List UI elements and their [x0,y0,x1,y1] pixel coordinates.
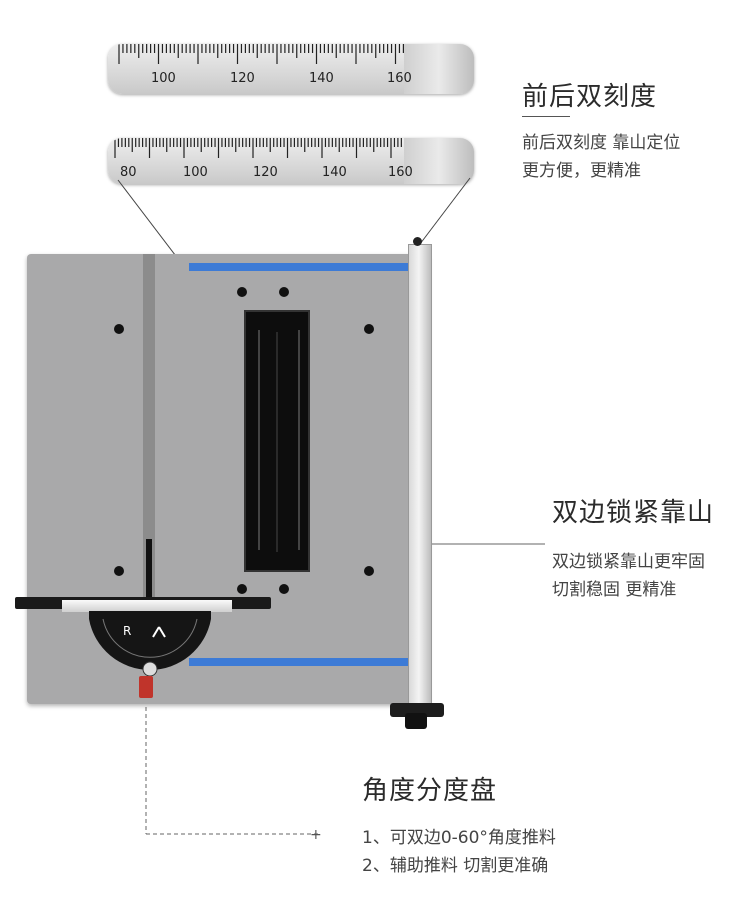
blade-insert [244,310,310,572]
screw [114,324,124,334]
ruler-label: 160 [388,165,413,180]
title-underline [522,116,570,117]
fence-top-screw [413,237,422,246]
ruler-magnified-bottom: 80 100 120 140 160 [108,138,474,184]
svg-text:+: + [310,827,322,843]
svg-text:R: R [123,624,131,638]
feature-desc-line: 双边锁紧靠山更牢固 [552,552,705,572]
miter-bar [146,539,152,601]
ruler-label: 100 [151,71,176,86]
screw [364,566,374,576]
rip-fence [408,244,432,708]
feature-desc-line: 更方便，更精准 [522,161,641,181]
scale-strip-rear [189,263,409,271]
ruler-label: 160 [387,71,412,86]
ruler-label: 120 [253,165,278,180]
screw [279,287,289,297]
feature-desc-line: 切割稳固 更精准 [552,580,677,600]
miter-protractor: R [89,611,211,677]
miter-knob [139,676,153,698]
fence-lock-knob [405,713,427,729]
ruler-ticks [114,138,406,158]
ruler-label: 140 [309,71,334,86]
ruler-label: 100 [183,165,208,180]
miter-slot [143,254,155,609]
feature-desc-line: 2、辅助推料 切割更准确 [362,856,549,876]
ruler-label: 120 [230,71,255,86]
feature-desc-line: 1、可双边0-60°角度推料 [362,828,556,848]
ruler-end-cap [404,44,474,94]
ruler-label: 80 [120,165,137,180]
feature-title: 角度分度盘 [362,776,498,806]
feature-desc-line: 前后双刻度 靠山定位 [522,133,681,153]
ruler-label: 140 [322,165,347,180]
screw [237,584,247,594]
screw [364,324,374,334]
screw [114,566,124,576]
screw [237,287,247,297]
ruler-magnified-top: 100 120 140 160 [108,44,474,94]
ruler-end-cap [404,138,474,184]
feature-title: 前后双刻度 [522,82,658,112]
ruler-ticks [118,44,408,64]
scale-strip-front [189,658,409,666]
miter-fence-plate [62,600,232,612]
screw [279,584,289,594]
fence-lock-knob [390,703,444,717]
feature-title: 双边锁紧靠山 [552,498,715,528]
